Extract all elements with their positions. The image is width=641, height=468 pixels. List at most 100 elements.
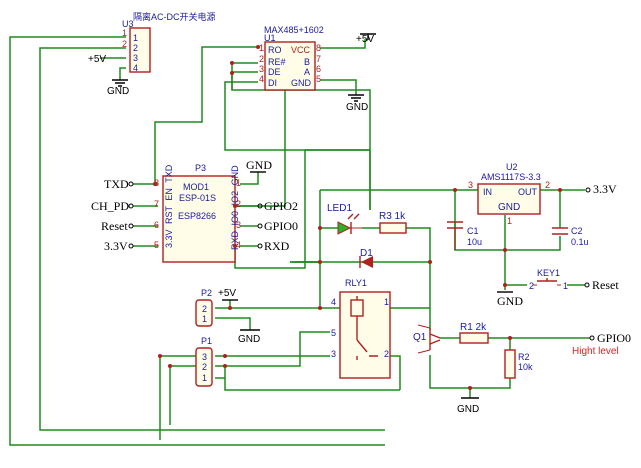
svg-text:GND: GND <box>291 78 312 88</box>
q1-driver: Q1 R1 2k R2 10k GPIO0 Hight level GND <box>413 322 631 415</box>
svg-text:IN: IN <box>483 187 492 197</box>
q1-label: Q1 <box>413 332 427 343</box>
led1-label: LED1 <box>327 203 352 214</box>
svg-text:RE#: RE# <box>268 57 286 67</box>
c1-value: 10u <box>467 237 482 247</box>
svg-text:3: 3 <box>259 64 264 74</box>
u2-value: AMS1117S-3.3 <box>481 172 541 182</box>
svg-text:2: 2 <box>202 362 207 372</box>
svg-text:GND: GND <box>498 202 520 213</box>
v5-u3: +5V <box>88 54 106 65</box>
p2-body <box>195 299 213 327</box>
svg-text:MOD1: MOD1 <box>183 182 209 192</box>
gnd-u1: GND <box>346 102 368 113</box>
svg-text:1: 1 <box>563 281 568 291</box>
c2-value: 0.1u <box>571 237 589 247</box>
r3-body <box>379 222 407 234</box>
svg-text:2: 2 <box>384 349 389 359</box>
d1-label: D1 <box>360 248 373 259</box>
r3-label: R3 1k <box>379 211 406 222</box>
svg-text:2: 2 <box>133 43 138 53</box>
svg-text:2: 2 <box>259 54 264 64</box>
r1-label: R1 2k <box>460 322 487 333</box>
u3-title: 隔离AC-DC开关电源 <box>133 11 216 22</box>
svg-text:5: 5 <box>316 74 321 84</box>
p1-connector: P1 3 2 1 <box>158 336 227 387</box>
r2-label: R2 <box>518 352 530 362</box>
u3-body <box>129 27 151 73</box>
rly1-body <box>339 291 391 379</box>
gnd-u3: GND <box>107 86 129 97</box>
svg-text:OUT: OUT <box>518 187 538 197</box>
gnd-q1: GND <box>457 404 479 415</box>
svg-text:1: 1 <box>133 33 138 43</box>
label-33v: 3.3V <box>104 239 128 253</box>
gnd-p2: GND <box>238 334 260 345</box>
u2-body <box>477 183 541 215</box>
svg-text:RXD IO0 IO2: RXD IO0 IO2 GND <box>230 165 240 250</box>
u3-ref: U3 <box>122 19 134 29</box>
r2-value: 10k <box>518 362 533 372</box>
svg-text:VCC: VCC <box>291 45 311 55</box>
svg-text:3: 3 <box>236 220 241 230</box>
key1-button: KEY1 2 1 Reset <box>529 268 619 292</box>
svg-text:2: 2 <box>529 281 534 291</box>
svg-text:4: 4 <box>331 297 336 307</box>
u2-ams1117: U2 AMS1117S-3.3 IN OUT GND 3 2 1 3.3V C1… <box>447 162 617 308</box>
label-txd: TXD <box>104 177 129 191</box>
svg-text:7: 7 <box>316 54 321 64</box>
svg-text:6: 6 <box>154 220 159 230</box>
svg-text:3: 3 <box>133 53 138 63</box>
svg-text:2: 2 <box>202 304 207 314</box>
rly1-label: RLY1 <box>345 278 367 288</box>
svg-text:A: A <box>304 67 310 77</box>
svg-text:6: 6 <box>316 64 321 74</box>
svg-text:1: 1 <box>202 314 207 324</box>
p3-esp01s: P3 MOD1 ESP-01S ESP8266 3.3V RST EN TXD … <box>91 158 298 263</box>
p3-ref: P3 <box>195 163 206 173</box>
label-chpd: CH_PD <box>91 199 129 213</box>
svg-text:RO: RO <box>268 45 282 55</box>
svg-text:2: 2 <box>236 199 241 209</box>
svg-text:3: 3 <box>202 352 207 362</box>
label-reset: Reset <box>101 219 128 233</box>
label-gpio0: GPIO0 <box>264 219 298 233</box>
gnd-u2: GND <box>497 294 523 308</box>
p1-label: P1 <box>201 336 212 346</box>
label-rxd: RXD <box>264 239 290 253</box>
p2-label: P2 <box>201 288 212 298</box>
c1-label: C1 <box>467 226 479 236</box>
p1-body <box>195 347 213 387</box>
svg-text:DI: DI <box>268 78 277 88</box>
svg-text:5: 5 <box>331 328 336 338</box>
p3-body <box>162 175 236 263</box>
svg-text:1: 1 <box>507 216 512 226</box>
label-gpio2: GPIO2 <box>264 199 298 213</box>
v5-u1: +5V <box>356 34 374 45</box>
label-33v-out: 3.3V <box>593 182 617 196</box>
label-gpio0-in: GPIO0 <box>597 331 631 345</box>
svg-text:ESP8266: ESP8266 <box>178 211 216 221</box>
svg-text:3: 3 <box>468 180 473 190</box>
svg-text:ESP-01S: ESP-01S <box>179 193 216 203</box>
svg-text:4: 4 <box>236 240 241 250</box>
svg-text:3: 3 <box>331 349 336 359</box>
key1-label: KEY1 <box>537 268 560 278</box>
rly1-relay: RLY1 4 1 5 3 2 <box>318 278 391 379</box>
u1-value: MAX485+1602 <box>264 25 324 35</box>
u1-ref: U1 <box>264 33 276 43</box>
c2-label: C2 <box>571 226 583 236</box>
svg-text:7: 7 <box>154 199 159 209</box>
svg-text:B: B <box>304 57 310 67</box>
u3-power-module: 隔离AC-DC开关电源 U3 1 2 3 4 1 2 GND +5V <box>88 11 216 97</box>
svg-text:1: 1 <box>259 43 264 53</box>
svg-text:4: 4 <box>259 74 264 84</box>
svg-text:1: 1 <box>202 373 207 383</box>
svg-text:1: 1 <box>384 297 389 307</box>
svg-text:3.3V RST EN: 3.3V RST EN TXD <box>164 164 174 248</box>
led-resistor-diode: LED1 R3 1k D1 <box>318 203 432 268</box>
svg-text:4: 4 <box>133 63 138 73</box>
svg-text:DE: DE <box>268 67 281 77</box>
svg-text:2: 2 <box>545 180 550 190</box>
